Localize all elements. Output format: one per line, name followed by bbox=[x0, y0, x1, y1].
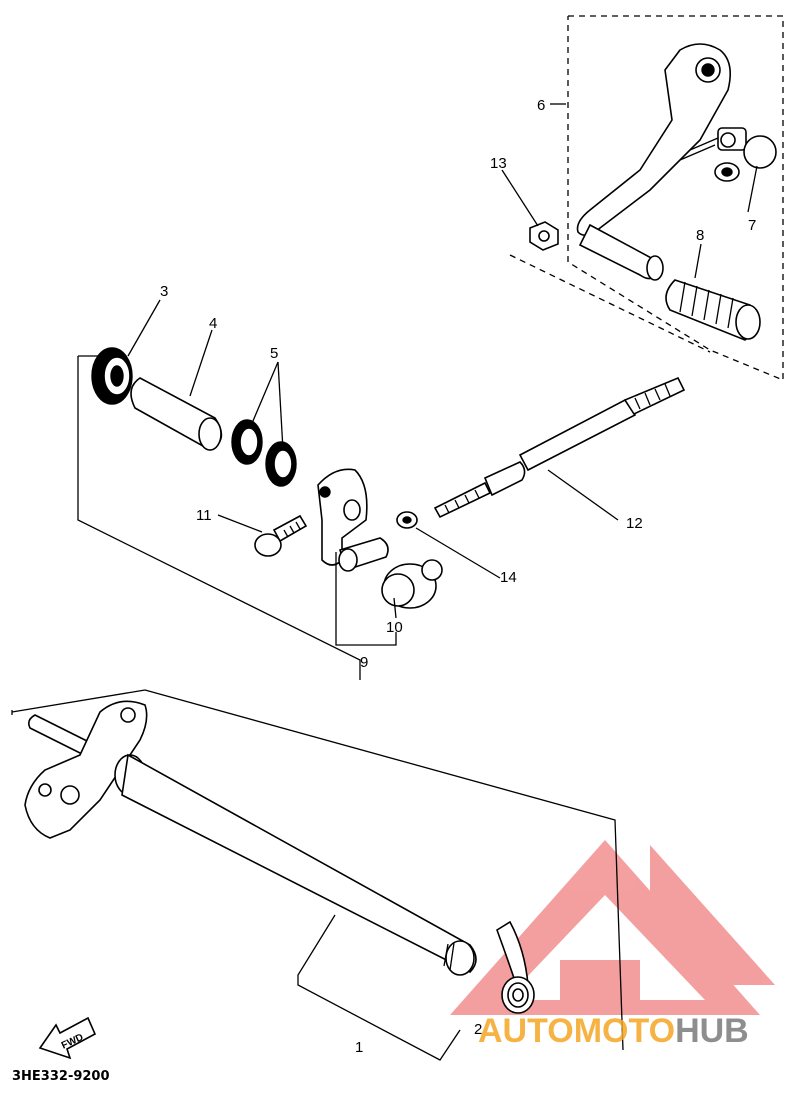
callout-9: 9 bbox=[360, 654, 368, 671]
callout-13: 13 bbox=[490, 155, 507, 172]
shift-arm bbox=[317, 468, 389, 572]
assembly-line-shaft bbox=[144, 689, 624, 1051]
callout-10: 10 bbox=[386, 619, 403, 636]
callout-14: 14 bbox=[500, 569, 517, 586]
washer-14 bbox=[396, 511, 418, 529]
callout-4: 4 bbox=[209, 315, 217, 332]
watermark-text-part1: AUTOMOTO bbox=[478, 1012, 675, 1050]
callout-12: 12 bbox=[626, 515, 643, 532]
callout-3: 3 bbox=[160, 283, 168, 300]
bolt-11 bbox=[254, 514, 308, 557]
oil-seal bbox=[91, 347, 133, 405]
callout-6: 6 bbox=[537, 97, 545, 114]
bearing-pair bbox=[231, 419, 297, 487]
callout-1: 1 bbox=[355, 1039, 363, 1056]
collar-sleeve bbox=[130, 377, 223, 451]
shift-rod bbox=[433, 376, 686, 519]
shift-shaft bbox=[24, 700, 477, 976]
shift-pedal bbox=[576, 43, 731, 281]
callout-7: 7 bbox=[748, 217, 756, 234]
callout-8: 8 bbox=[696, 227, 704, 244]
pedal-bolt bbox=[714, 127, 777, 182]
diagram-code: 3HE332-9200 bbox=[12, 1069, 110, 1084]
callout-5: 5 bbox=[270, 345, 278, 362]
assembly-line-left bbox=[77, 356, 361, 680]
watermark-logo bbox=[450, 840, 775, 1015]
watermark-text: AUTOMOTOHUB bbox=[478, 1012, 749, 1050]
return-spring bbox=[496, 920, 535, 1014]
arm-joint bbox=[381, 559, 443, 609]
arrow-left-icon: FWD bbox=[38, 1016, 97, 1060]
callout-2: 2 bbox=[474, 1021, 482, 1038]
footrest-rubber bbox=[665, 279, 761, 341]
callout-11: 11 bbox=[196, 507, 212, 524]
nut-13 bbox=[529, 221, 559, 251]
watermark-text-part2: HUB bbox=[675, 1012, 749, 1050]
pedal-assembly-box bbox=[567, 15, 784, 381]
